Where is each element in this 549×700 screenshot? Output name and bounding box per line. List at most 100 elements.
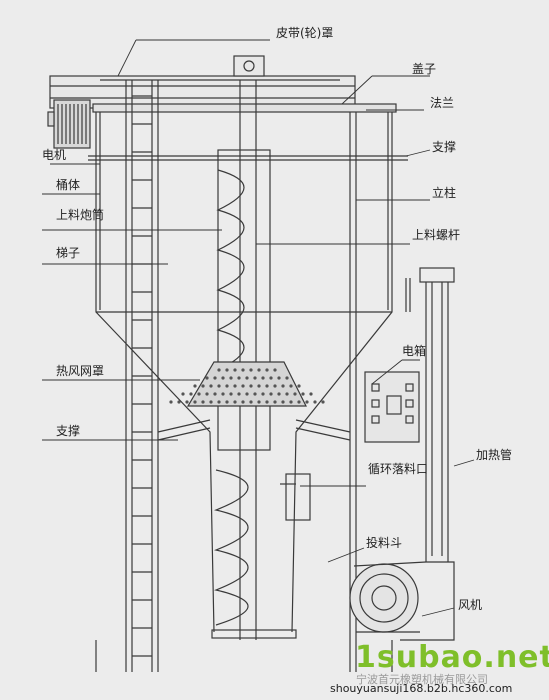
- support-rod-shape: [88, 155, 408, 161]
- hood-hole: [257, 368, 261, 372]
- hood-hole: [225, 384, 229, 388]
- hood-hole: [229, 392, 233, 396]
- leader-control-box: [371, 359, 403, 385]
- hood-hole: [257, 400, 261, 404]
- hood-hole: [249, 368, 253, 372]
- hood-hole: [297, 384, 301, 388]
- circulation-outlet-shape: [280, 473, 311, 521]
- heating-pipe-shape: [405, 267, 455, 562]
- hood-hole: [209, 400, 213, 404]
- hood-hole: [225, 368, 229, 372]
- hood-hole: [273, 400, 277, 404]
- label-hot-air-hood: 热风网罩: [56, 364, 105, 378]
- hood-hole: [249, 384, 253, 388]
- lower-supports-shape: [157, 419, 351, 441]
- label-flange: 法兰: [430, 96, 455, 110]
- motor-shape: [47, 99, 91, 149]
- leader-heating-pipe: [453, 459, 475, 467]
- hood-hole: [237, 392, 241, 396]
- hood-hole: [209, 384, 213, 388]
- hood-hole: [313, 400, 317, 404]
- hood-hole: [193, 400, 197, 404]
- hood-hole: [277, 376, 281, 380]
- ladder-shape: [125, 80, 159, 672]
- hood-hole: [233, 400, 237, 404]
- label-ladder: 梯子: [56, 246, 81, 260]
- hood-hole: [289, 384, 293, 388]
- hood-hole: [169, 400, 173, 404]
- hood-hole: [273, 384, 277, 388]
- hood-hole: [241, 384, 245, 388]
- label-lid: 盖子: [412, 62, 437, 76]
- hood-hole: [261, 376, 265, 380]
- hood-hole: [269, 376, 273, 380]
- hood-hole: [301, 392, 305, 396]
- hood-hole: [181, 392, 185, 396]
- label-heating-pipe: 加热管: [476, 448, 513, 462]
- hood-hole: [233, 384, 237, 388]
- hood-hole: [201, 384, 205, 388]
- label-support-left: 支撑: [56, 424, 81, 438]
- legs-shape: [95, 640, 393, 672]
- hood-hole: [265, 384, 269, 388]
- hood-hole: [217, 400, 221, 404]
- leader-belt-cover: [117, 39, 137, 77]
- hood-hole: [265, 368, 269, 372]
- hood-hole: [257, 384, 261, 388]
- hood-hole: [305, 400, 309, 404]
- hood-hole: [245, 392, 249, 396]
- hood-hole: [245, 376, 249, 380]
- belt-cover-shape: [49, 75, 356, 109]
- top-housing-shape: [233, 55, 265, 77]
- hood-hole: [217, 368, 221, 372]
- hood-hole: [213, 376, 217, 380]
- label-hopper: 投料斗: [366, 536, 403, 550]
- hood-hole: [297, 400, 301, 404]
- label-belt-cover: 皮带(轮)罩: [276, 26, 334, 40]
- hopper-shape: [211, 629, 297, 639]
- hood-hole: [321, 400, 325, 404]
- watermark-company: 宁波首元橡塑机械有限公司: [356, 673, 488, 686]
- hood-hole: [193, 384, 197, 388]
- fan-shape: [349, 561, 455, 641]
- hood-hole: [189, 392, 193, 396]
- hood-hole: [281, 400, 285, 404]
- hood-hole: [241, 400, 245, 404]
- watermark-brand: 1subao.net: [355, 640, 549, 675]
- hood-hole: [221, 376, 225, 380]
- hood-hole: [221, 392, 225, 396]
- leader-fan: [421, 607, 455, 617]
- label-fan: 风机: [458, 598, 483, 612]
- label-support-right: 支撑: [432, 140, 457, 154]
- hood-hole: [205, 376, 209, 380]
- hood-hole: [197, 392, 201, 396]
- hood-hole: [273, 368, 277, 372]
- feed-tube-shape: [213, 80, 271, 640]
- hood-hole: [225, 400, 229, 404]
- label-feed-screw: 上料螺杆: [412, 228, 461, 242]
- control-box-shape: [364, 371, 420, 443]
- hood-hole: [281, 384, 285, 388]
- hood-hole: [289, 400, 293, 404]
- flange-shape: [92, 103, 397, 113]
- hood-hole: [185, 400, 189, 404]
- hood-hole: [261, 392, 265, 396]
- hood-hole: [213, 392, 217, 396]
- hood-hole: [269, 392, 273, 396]
- hot-air-hood-shape: [169, 361, 325, 407]
- hood-hole: [309, 392, 313, 396]
- label-control-box: 电箱: [402, 344, 427, 358]
- label-column: 立柱: [432, 186, 457, 200]
- hood-hole: [177, 400, 181, 404]
- hood-hole: [237, 376, 241, 380]
- hood-hole: [205, 392, 209, 396]
- hood-hole: [277, 392, 281, 396]
- hood-hole: [241, 368, 245, 372]
- hood-hole: [285, 392, 289, 396]
- leader-support-right: [405, 149, 431, 157]
- hood-hole: [201, 400, 205, 404]
- leader-hopper: [327, 547, 365, 563]
- leader-lid: [341, 75, 373, 105]
- hood-hole: [253, 376, 257, 380]
